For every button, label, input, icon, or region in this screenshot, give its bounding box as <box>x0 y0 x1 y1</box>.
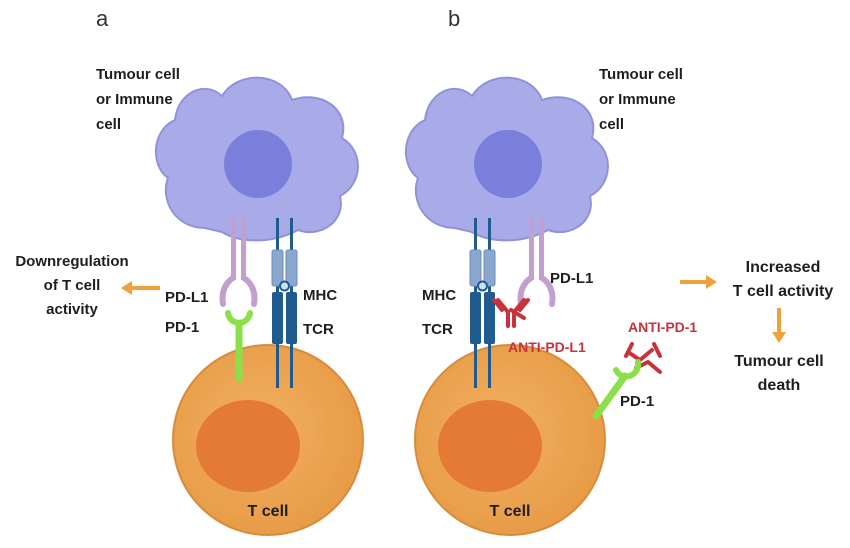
panel-b: b <box>405 6 834 536</box>
mhc-label-a: MHC <box>303 287 337 304</box>
anti-pdl1-antibody <box>492 298 530 328</box>
panel-b-letter: b <box>448 6 460 31</box>
mhc-tcr-a <box>271 218 298 388</box>
arrow-right-b <box>680 275 717 289</box>
tcr-label-a: TCR <box>303 321 334 338</box>
cell-label-a-line2: or Immune <box>96 91 173 108</box>
anti-pd1-label: ANTI-PD-1 <box>628 319 697 335</box>
arrow-left-a <box>121 281 160 295</box>
cell-label-a-line3: cell <box>96 116 121 133</box>
mhc-label-b: MHC <box>422 287 456 304</box>
tcr-label-b: TCR <box>422 321 453 338</box>
outcome-a-line1: Downregulation <box>15 253 128 270</box>
cell-label-b-line2: or Immune <box>599 91 676 108</box>
outcome-a-line2: of T cell <box>44 277 101 294</box>
mhc-tcr-b <box>469 218 496 388</box>
t-cell-label-a: T cell <box>248 503 289 520</box>
tumour-nucleus-b <box>474 130 542 198</box>
pd1-label-a: PD-1 <box>165 319 199 336</box>
outcome-a-line3: activity <box>46 301 98 318</box>
pdl1-a <box>219 218 258 307</box>
t-cell-label-b: T cell <box>490 503 531 520</box>
pd1-a <box>225 310 253 382</box>
outcome-b1-line2: T cell activity <box>733 283 834 300</box>
t-cell-nucleus-a <box>196 400 300 492</box>
pdl1-label-a: PD-L1 <box>165 289 208 306</box>
outcome-b2-line2: death <box>758 377 801 394</box>
outcome-b1-line1: Increased <box>746 259 821 276</box>
panel-a-letter: a <box>96 6 109 31</box>
pd1-label-b: PD-1 <box>620 393 654 410</box>
outcome-b2-line1: Tumour cell <box>734 353 824 370</box>
cell-label-b-line1: Tumour cell <box>599 66 683 83</box>
t-cell-nucleus-b <box>438 400 542 492</box>
arrow-down-b <box>772 308 786 343</box>
cell-label-b-line3: cell <box>599 116 624 133</box>
pdl1-label-b: PD-L1 <box>550 270 593 287</box>
cell-label-a-line1: Tumour cell <box>96 66 180 83</box>
panel-a: a Tumour cell o <box>15 6 364 536</box>
anti-pd1-antibody <box>624 342 662 374</box>
pd1-b <box>592 359 642 420</box>
anti-pdl1-label: ANTI-PD-L1 <box>508 339 586 355</box>
tumour-nucleus-a <box>224 130 292 198</box>
